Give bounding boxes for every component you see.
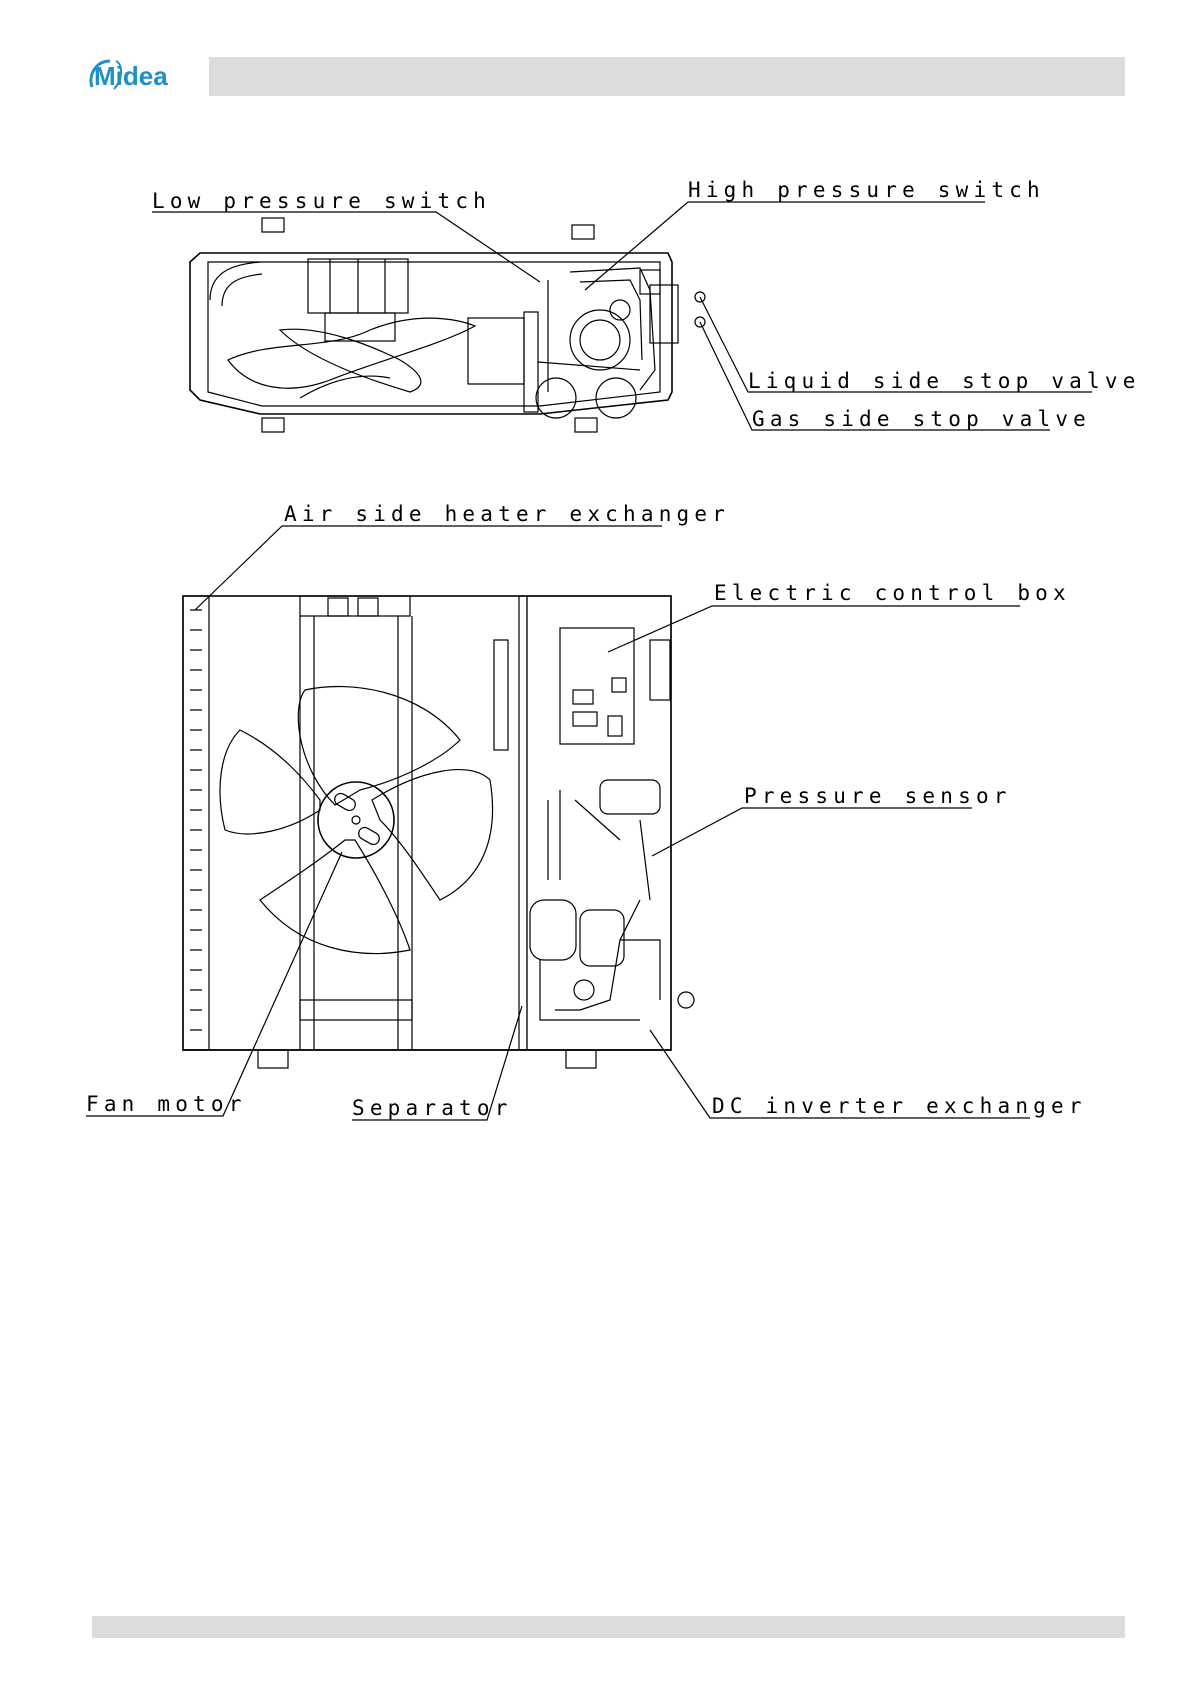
footer-bar — [92, 1616, 1125, 1638]
front-view-drawing — [183, 596, 694, 1068]
coil-fins — [190, 610, 202, 1030]
label-electric-control-box: Electric control box — [714, 581, 1071, 605]
label-gas-side-stop-valve: Gas side stop valve — [752, 407, 1091, 431]
label-pressure-sensor: Pressure sensor — [744, 784, 1012, 808]
label-air-side-heater-exchanger: Air side heater exchanger — [284, 502, 730, 526]
front-view-leaders — [86, 526, 1030, 1120]
top-view-leaders — [152, 202, 1092, 430]
label-dc-inverter-exchanger: DC inverter exchanger — [712, 1094, 1087, 1118]
label-high-pressure-switch: High pressure switch — [688, 178, 1045, 202]
label-fan-motor: Fan motor — [86, 1092, 247, 1116]
top-view-drawing — [190, 218, 705, 432]
label-separator: Separator — [352, 1096, 513, 1120]
label-low-pressure-switch: Low pressure switch — [152, 189, 491, 213]
label-liquid-side-stop-valve: Liquid side stop valve — [748, 369, 1141, 393]
